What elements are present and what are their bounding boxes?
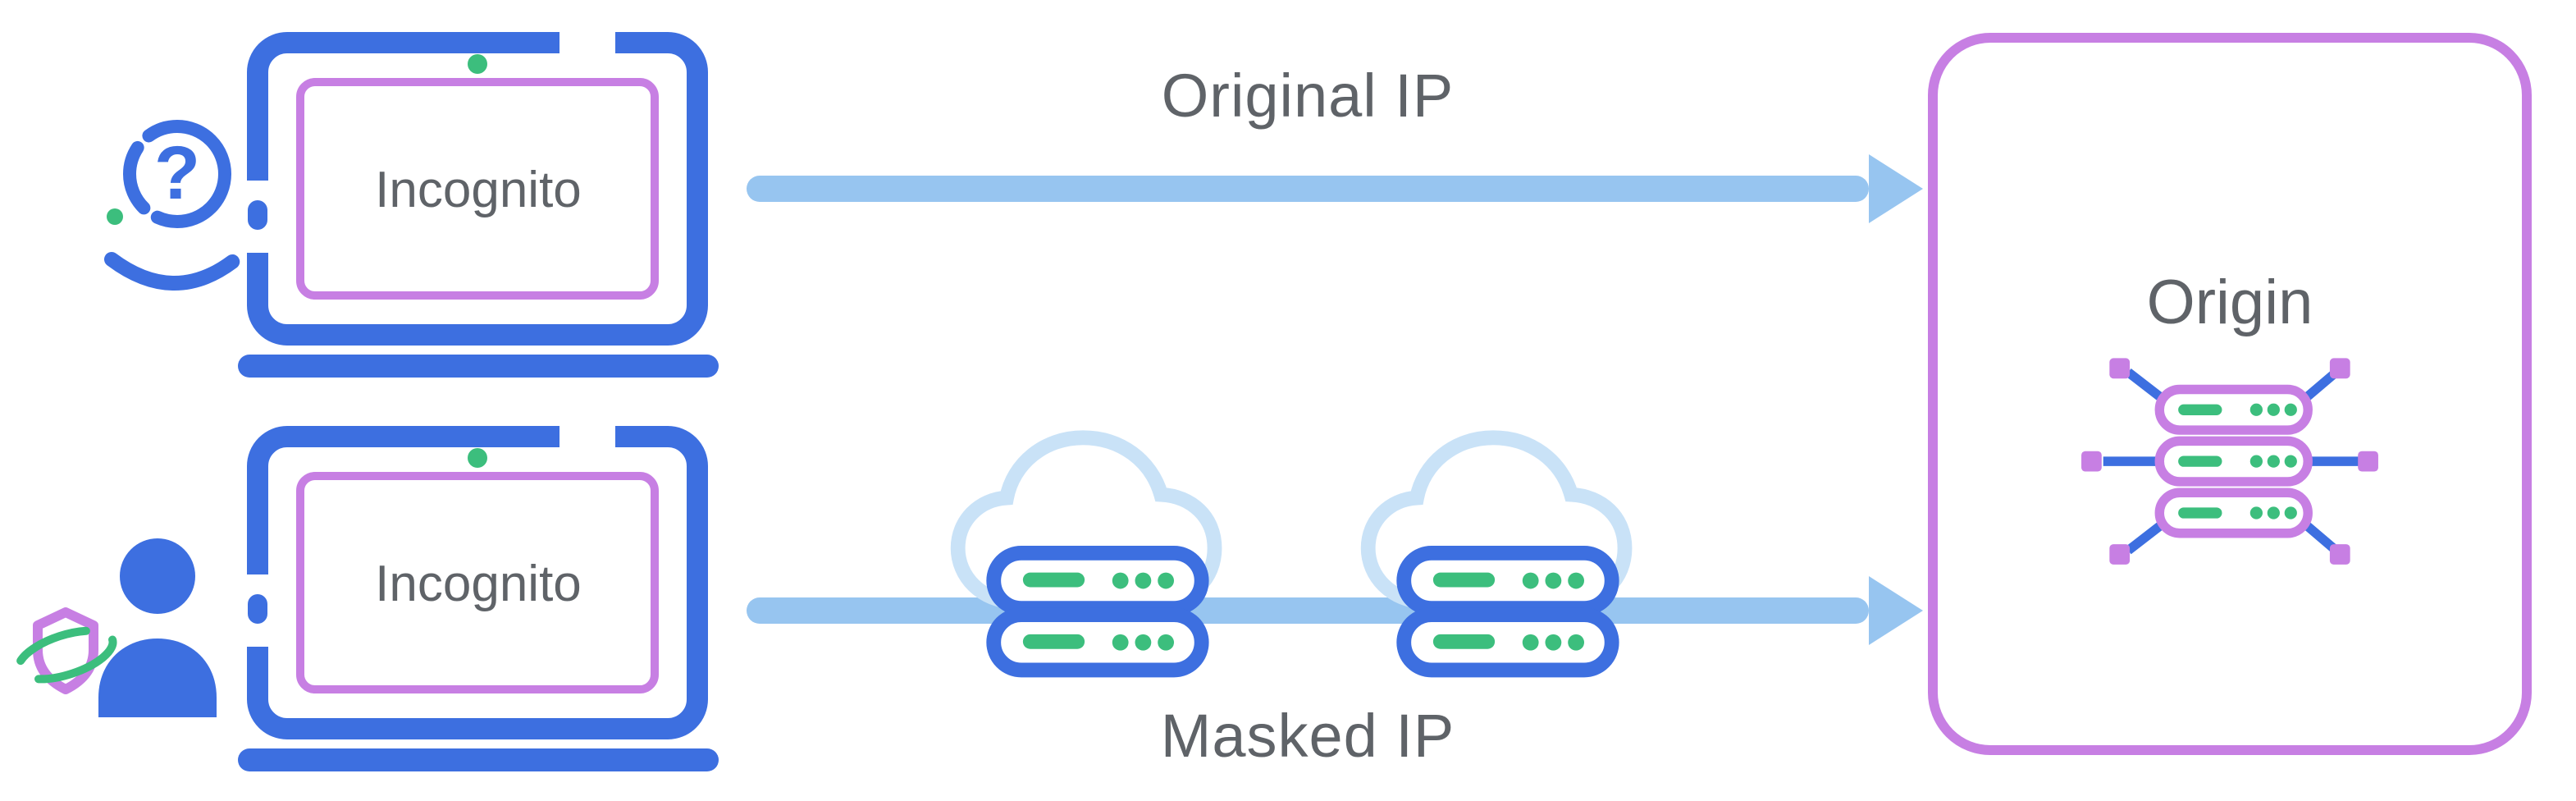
origin-server-network-icon bbox=[2066, 358, 2394, 570]
origin-server-stack bbox=[2154, 384, 2313, 538]
incognito-laptop-top: Incognito bbox=[238, 30, 719, 378]
origin-label: Origin bbox=[2146, 269, 2313, 338]
shield-orbit bbox=[14, 626, 117, 684]
laptop-icon bbox=[238, 423, 719, 771]
green-status-dot bbox=[107, 208, 123, 225]
proxy-server-stack bbox=[986, 545, 1209, 678]
cloud-proxy-server-2-icon bbox=[1342, 402, 1667, 684]
laptop-base bbox=[238, 748, 719, 771]
shoulders-arc bbox=[104, 249, 247, 291]
original-ip-label: Original IP bbox=[1161, 62, 1455, 130]
proxy-server-stack bbox=[1396, 545, 1619, 678]
origin-box: Origin bbox=[1928, 33, 2532, 755]
question-mark-glyph: ? bbox=[154, 131, 200, 215]
masked-ip-arrow-head bbox=[1869, 576, 1923, 645]
incognito-label-top: Incognito bbox=[375, 161, 582, 218]
original-ip-arrow-line bbox=[747, 176, 1869, 202]
user-head bbox=[120, 538, 195, 614]
laptop-icon bbox=[238, 30, 719, 378]
incognito-label-bottom: Incognito bbox=[375, 555, 582, 612]
masked-ip-label: Masked IP bbox=[1160, 703, 1455, 770]
network-nodes bbox=[2081, 358, 2378, 565]
green-status-dot bbox=[468, 448, 487, 468]
cloud-proxy-server-1-icon bbox=[932, 402, 1257, 684]
laptop-base bbox=[238, 355, 719, 378]
incognito-laptop-bottom: Incognito bbox=[238, 423, 719, 771]
masked-ip-arrow-line bbox=[747, 597, 1869, 624]
original-ip-arrow-head bbox=[1869, 154, 1923, 223]
protected-user-shield-icon bbox=[13, 533, 235, 722]
anonymous-user-question-icon: ? bbox=[95, 112, 251, 309]
green-status-dot bbox=[468, 54, 487, 74]
user-body bbox=[98, 639, 217, 717]
question-circle bbox=[123, 120, 231, 228]
